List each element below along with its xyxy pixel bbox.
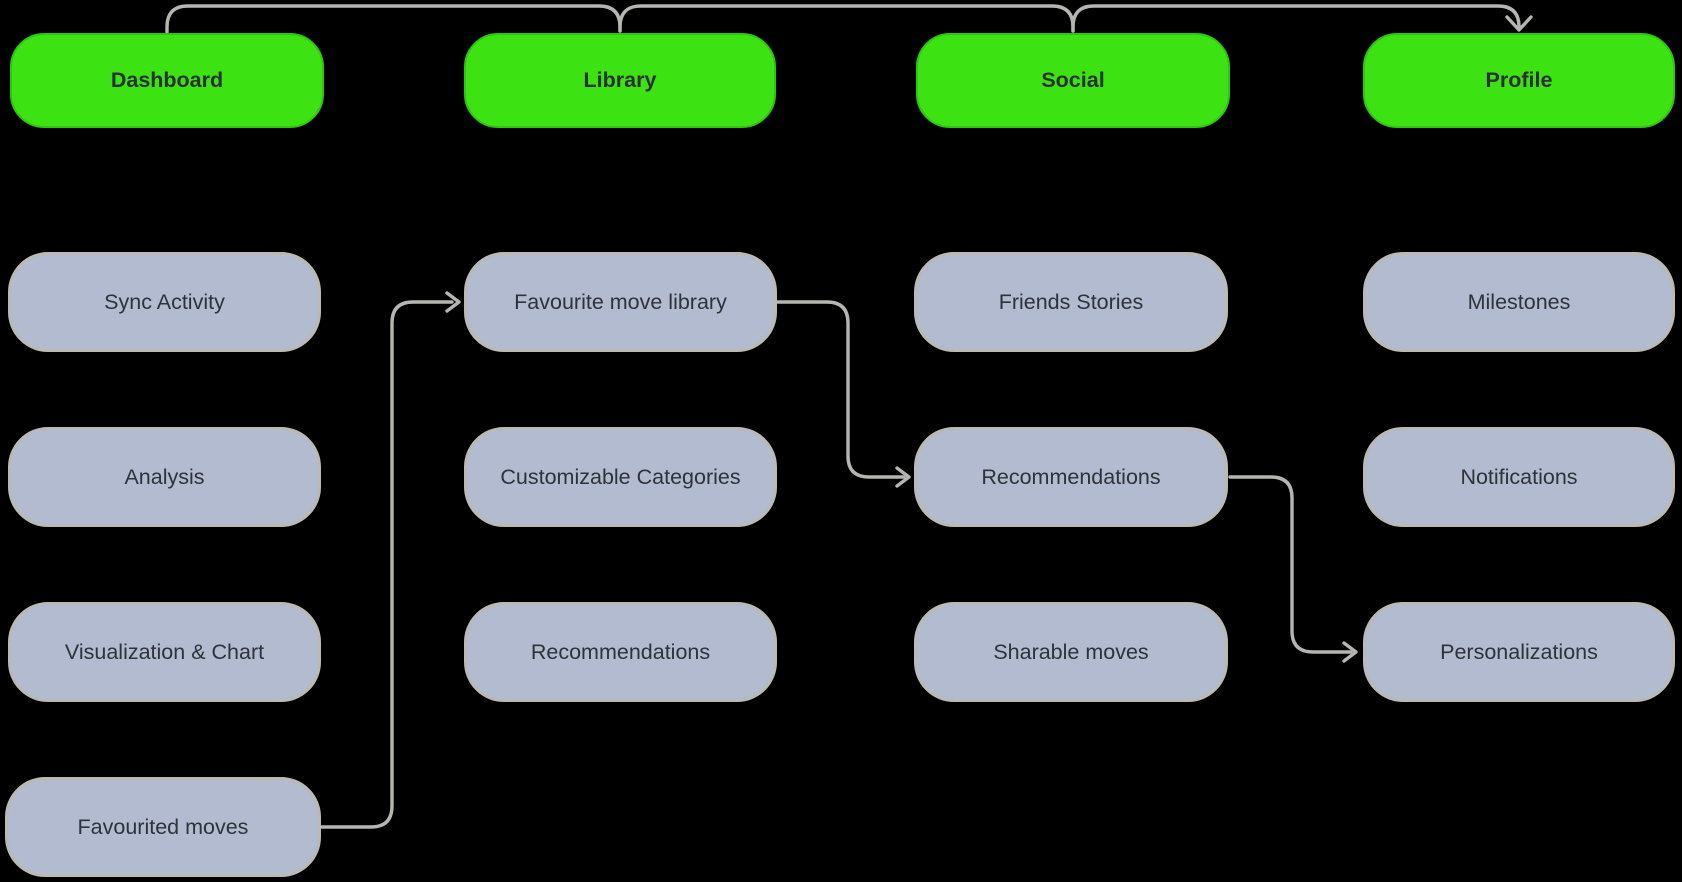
- node-favourite-move-library[interactable]: Favourite move library: [464, 252, 777, 352]
- edge-library-recommendations: [775, 300, 906, 479]
- node-notifications-label: Notifications: [1460, 464, 1578, 489]
- node-favourited-moves[interactable]: Favourited moves: [5, 777, 321, 877]
- node-customizable-categories-label: Customizable Categories: [500, 464, 741, 489]
- node-milestones-label: Milestones: [1467, 289, 1571, 314]
- node-recommendations-social[interactable]: Recommendations: [914, 427, 1228, 527]
- node-milestones[interactable]: Milestones: [1363, 252, 1675, 352]
- node-notifications[interactable]: Notifications: [1363, 427, 1675, 527]
- node-dashboard[interactable]: Dashboard: [10, 33, 324, 128]
- node-sharable-moves-label: Sharable moves: [993, 639, 1149, 664]
- node-sync-activity-label: Sync Activity: [104, 289, 225, 314]
- edge-recommendations-personalizations: [1228, 475, 1353, 654]
- edge-social-profile: [1071, 4, 1521, 33]
- node-social[interactable]: Social: [916, 33, 1230, 128]
- edge-dashboard-library: [165, 4, 622, 34]
- node-visualization-chart-label: Visualization & Chart: [64, 639, 265, 664]
- node-sync-activity[interactable]: Sync Activity: [8, 252, 321, 352]
- node-favourited-moves-label: Favourited moves: [77, 814, 249, 839]
- arrowhead-recommendations: [895, 466, 911, 488]
- node-recommendations-library-label: Recommendations: [530, 639, 711, 664]
- node-recommendations-social-label: Recommendations: [981, 464, 1161, 489]
- node-dashboard-label: Dashboard: [110, 68, 224, 92]
- node-profile[interactable]: Profile: [1363, 33, 1675, 128]
- edge-library-social: [618, 4, 1075, 33]
- node-social-label: Social: [1041, 68, 1105, 92]
- node-friends-stories[interactable]: Friends Stories: [914, 252, 1228, 352]
- edge-favouritedmoves-library: [319, 300, 454, 829]
- node-favourite-move-library-label: Favourite move library: [514, 289, 727, 314]
- node-analysis-label: Analysis: [124, 464, 205, 489]
- node-personalizations-label: Personalizations: [1440, 639, 1598, 664]
- node-recommendations-library[interactable]: Recommendations: [464, 602, 777, 702]
- arrowhead-personalizations: [1342, 641, 1358, 663]
- arrowhead-profile: [1505, 15, 1533, 32]
- node-profile-label: Profile: [1485, 68, 1553, 92]
- arrowhead-favourite-move-library: [445, 291, 461, 313]
- node-library-label: Library: [583, 68, 657, 92]
- node-sharable-moves[interactable]: Sharable moves: [914, 602, 1228, 702]
- node-personalizations[interactable]: Personalizations: [1363, 602, 1675, 702]
- node-friends-stories-label: Friends Stories: [998, 289, 1144, 314]
- node-library[interactable]: Library: [464, 33, 776, 128]
- node-analysis[interactable]: Analysis: [8, 427, 321, 527]
- node-customizable-categories[interactable]: Customizable Categories: [464, 427, 777, 527]
- node-visualization-chart[interactable]: Visualization & Chart: [8, 602, 321, 702]
